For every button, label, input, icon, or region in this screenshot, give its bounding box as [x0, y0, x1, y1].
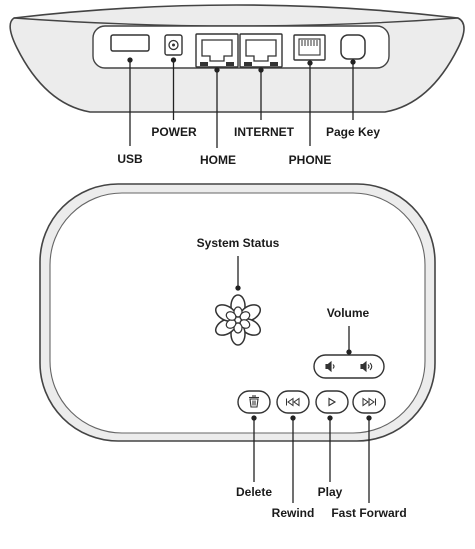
internet-label: INTERNET — [234, 125, 294, 139]
delete-button — [237, 390, 271, 414]
usb-label: USB — [117, 152, 143, 166]
volume-label: Volume — [326, 306, 370, 320]
usb-port — [110, 34, 150, 52]
device-rear-view — [9, 4, 465, 148]
phone-label: PHONE — [288, 153, 332, 167]
home-ethernet-port — [195, 33, 239, 68]
fast-forward-icon — [362, 397, 376, 407]
system-status-label: System Status — [196, 236, 280, 250]
page-key-button — [340, 34, 366, 60]
power-label: POWER — [151, 125, 197, 139]
fast-forward-button — [352, 390, 386, 414]
rewind-icon — [286, 397, 300, 407]
play-icon — [328, 397, 337, 407]
volume-down-icon — [325, 360, 335, 373]
rewind-label: Rewind — [271, 506, 315, 520]
home-label: HOME — [200, 153, 236, 167]
volume-up-icon — [360, 360, 373, 373]
delete-label: Delete — [235, 485, 273, 499]
phone-port — [293, 34, 326, 61]
internet-ethernet-port — [239, 33, 283, 68]
volume-rocker — [313, 354, 385, 379]
page-key-label: Page Key — [325, 125, 381, 139]
play-button — [315, 390, 349, 414]
fast-forward-label: Fast Forward — [331, 506, 407, 520]
top-leader-lines — [235, 256, 372, 503]
play-label: Play — [317, 485, 343, 499]
rear-leader-lines — [127, 57, 356, 148]
rewind-button — [276, 390, 310, 414]
device-top-view — [39, 183, 436, 503]
trash-icon — [249, 395, 259, 408]
